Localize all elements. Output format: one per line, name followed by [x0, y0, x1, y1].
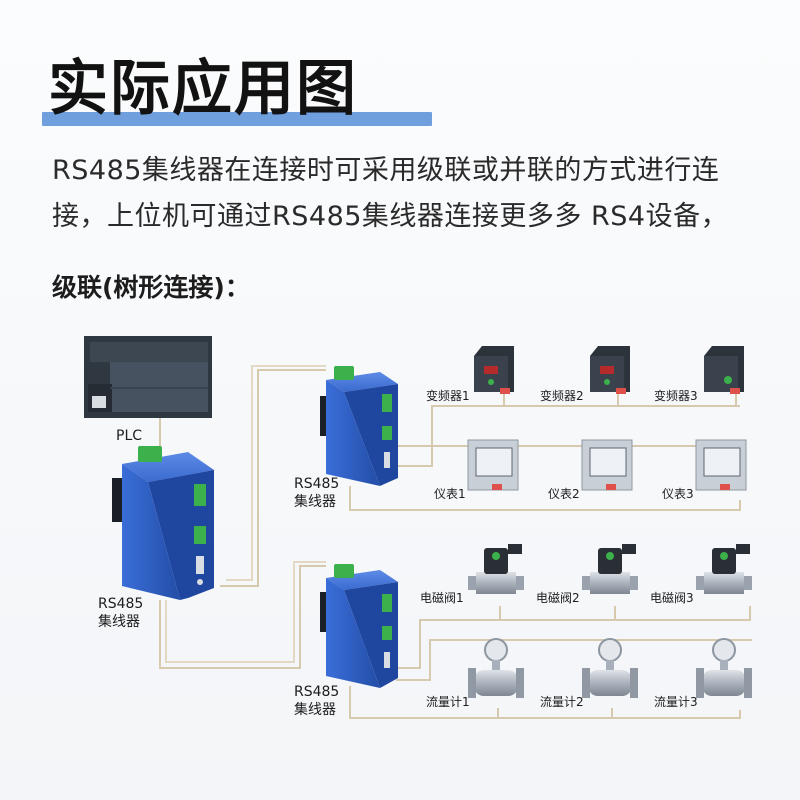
flowmeter-label-2: 流量计2 [540, 695, 584, 709]
meter-1 [467, 439, 519, 491]
hub-main-label-line1: RS485 [98, 596, 143, 612]
plc-label: PLC [116, 428, 142, 444]
inverter-2 [590, 346, 630, 394]
inverter-label-1: 变频器1 [426, 388, 470, 403]
title-block: 实际应用图 [0, 52, 440, 132]
valve-3 [696, 544, 752, 594]
inverter-label-2: 变频器2 [540, 388, 584, 403]
page-title: 实际应用图 [48, 54, 358, 124]
valve-label-2: 电磁阀2 [536, 590, 580, 605]
hub-top-label-line2: 集线器 [294, 493, 336, 510]
meter-3 [695, 439, 747, 491]
flowmeter-3 [696, 638, 752, 698]
wire-main-to-bottom-hub [159, 565, 326, 669]
wire-bus-inverters [396, 405, 740, 447]
valve-1 [468, 544, 524, 594]
wiring [159, 365, 752, 719]
inverter-3 [704, 346, 744, 394]
hub-main-label-line2: 集线器 [98, 613, 140, 630]
flowmeter-label-1: 流量计1 [426, 695, 470, 709]
title-underline-bar [42, 112, 432, 126]
wire-bus-valves [396, 606, 751, 669]
meter-label-1: 仪表1 [434, 487, 466, 501]
hub-top [320, 366, 398, 486]
hub-bottom [320, 564, 398, 688]
hub-top-label-line1: RS485 [294, 476, 339, 492]
valve-label-3: 电磁阀3 [650, 590, 694, 605]
flowmeter-1 [468, 638, 524, 698]
section-title: 级联(树形连接)： [52, 273, 250, 302]
meter-label-3: 仪表3 [662, 487, 694, 501]
wire-main-to-top-hub [220, 369, 326, 587]
valve-2 [582, 544, 638, 594]
hub-main-terminal [138, 446, 162, 462]
plc-device [84, 336, 212, 418]
hub-bottom-label-line1: RS485 [294, 684, 339, 700]
wire-bus-flow-bottom [349, 686, 741, 719]
intro-paragraph: RS485集线器在连接时可采用级联或并联的方式进行连接，上位机可通过RS485集… [52, 155, 729, 232]
hub-bottom-label-line2: 集线器 [294, 701, 336, 718]
meter-2 [581, 439, 633, 491]
wire-main-to-bottom-hub-2 [165, 561, 326, 663]
wire-bus-meters [396, 445, 746, 467]
valve-label-1: 电磁阀1 [420, 590, 464, 605]
flowmeter-label-3: 流量计3 [654, 695, 698, 709]
inverter-label-3: 变频器3 [654, 388, 698, 403]
wire-bus-meters-bottom [349, 486, 741, 511]
flowmeter-2 [582, 638, 638, 698]
wire-main-to-top-hub-2 [226, 365, 326, 581]
inverter-1 [474, 346, 514, 394]
meter-label-2: 仪表2 [548, 487, 580, 501]
wire-bus-flow [396, 639, 752, 681]
hub-main [112, 446, 214, 600]
